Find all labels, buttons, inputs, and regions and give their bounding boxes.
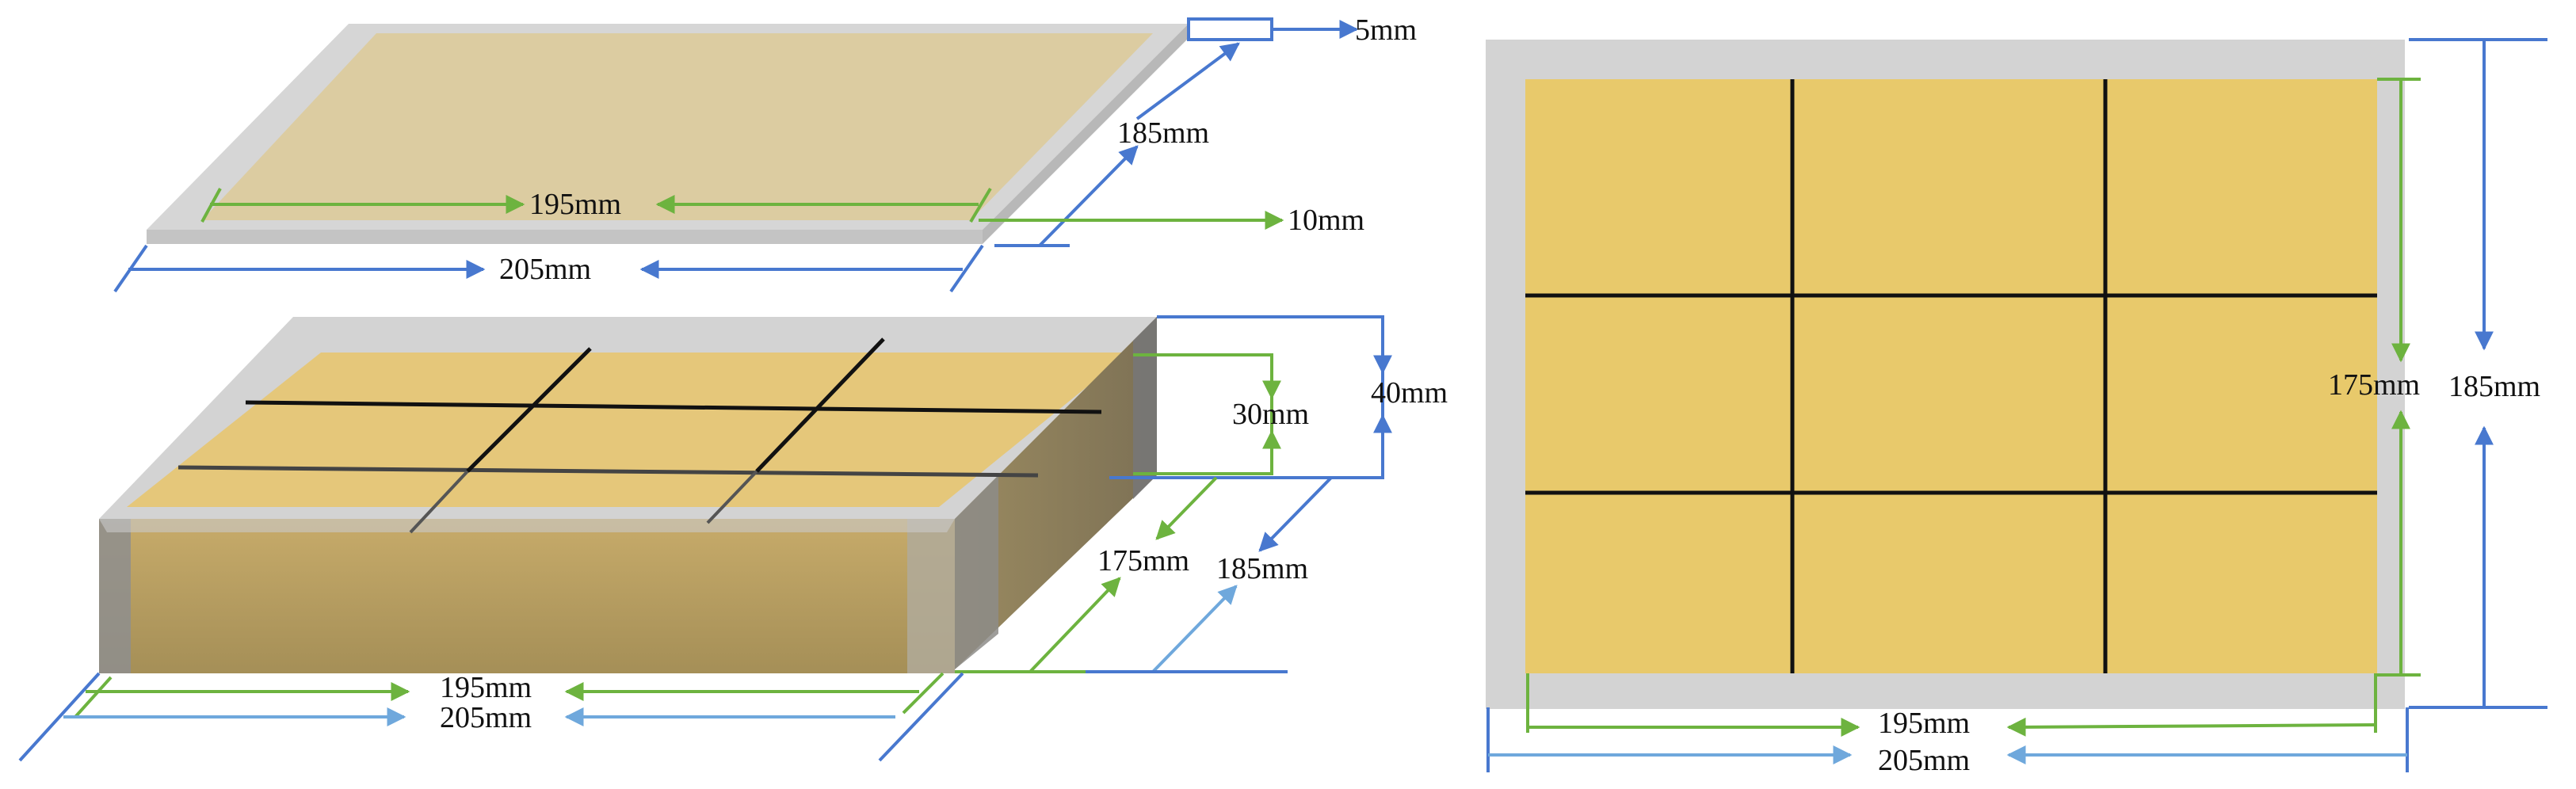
box-width-tick-right-outer — [878, 672, 964, 762]
box-front-rim-right — [907, 519, 955, 673]
inner-depth-arrow-upper — [1155, 476, 1218, 540]
top-plate-edge — [147, 230, 983, 244]
plan-inner-width-arrow-right — [2006, 717, 2376, 737]
border-label: 10mm — [1288, 204, 1364, 237]
inner-depth-label: 175mm — [1097, 544, 1189, 577]
box-grid-line-back — [245, 400, 1102, 414]
plan-view: 175mm 185mm 195mm 205mm — [1486, 38, 2547, 777]
depth-arrow-lower — [1038, 145, 1139, 247]
box-front-rim-top — [99, 519, 955, 532]
top-plate-panel — [202, 33, 1153, 220]
depth-label: 185mm — [1117, 116, 1209, 150]
depth-arrow-upper — [1135, 42, 1240, 120]
box-grid-line-diag-left-upper — [466, 347, 592, 473]
plan-outer-height-label: 185mm — [2448, 370, 2540, 403]
box-3d: 30mm 40mm 175mm 185mm 195mm 205mm — [18, 315, 1448, 762]
box-front-face — [99, 519, 955, 673]
box-grid-line-diag-right-upper — [755, 337, 885, 473]
box-width-tick-right-inner — [902, 672, 945, 715]
inner-depth-arrow-lower — [1028, 577, 1121, 673]
outer-height-bracket — [1109, 315, 1384, 479]
box-grid-line-diag-right-lower — [706, 470, 758, 524]
thickness-marker — [1187, 17, 1273, 41]
top-plate: 5mm 185mm 195mm 10mm 205mm — [113, 13, 1417, 293]
box-width-tick-left-inner — [74, 676, 113, 718]
box-side-back-rim — [1133, 317, 1157, 499]
top-plate-edge-side — [983, 24, 1189, 244]
outer-width-tick-right — [949, 244, 984, 293]
thickness-label: 5mm — [1355, 13, 1417, 47]
outer-depth-label: 185mm — [1216, 552, 1308, 585]
plan-panel — [1525, 79, 2377, 673]
plan-outer-width-label: 205mm — [1878, 744, 1970, 777]
inner-width-tick-right — [969, 187, 992, 223]
box-outer-width-label: 205mm — [440, 701, 532, 734]
box-side-rim — [955, 475, 998, 669]
box-width-tick-left-outer — [18, 672, 101, 762]
inner-height-bracket — [1133, 353, 1273, 475]
box-grid-line-front — [177, 465, 1039, 478]
box-front-rim-left — [99, 519, 131, 673]
plan-inner-width-label: 195mm — [1878, 707, 1970, 740]
outer-width-label: 205mm — [499, 253, 591, 286]
outer-depth-arrow-upper — [1258, 476, 1333, 552]
box-inner-width-label: 195mm — [440, 671, 532, 704]
inner-height-label: 30mm — [1232, 398, 1309, 431]
inner-width-label: 195mm — [529, 188, 621, 221]
box-side-face — [955, 317, 1157, 669]
box-grid-line-diag-left-lower — [409, 470, 469, 534]
outer-depth-arrow-lower — [1151, 585, 1238, 673]
plan-inner-height-label: 175mm — [2328, 368, 2420, 402]
outer-height-label: 40mm — [1371, 376, 1448, 410]
